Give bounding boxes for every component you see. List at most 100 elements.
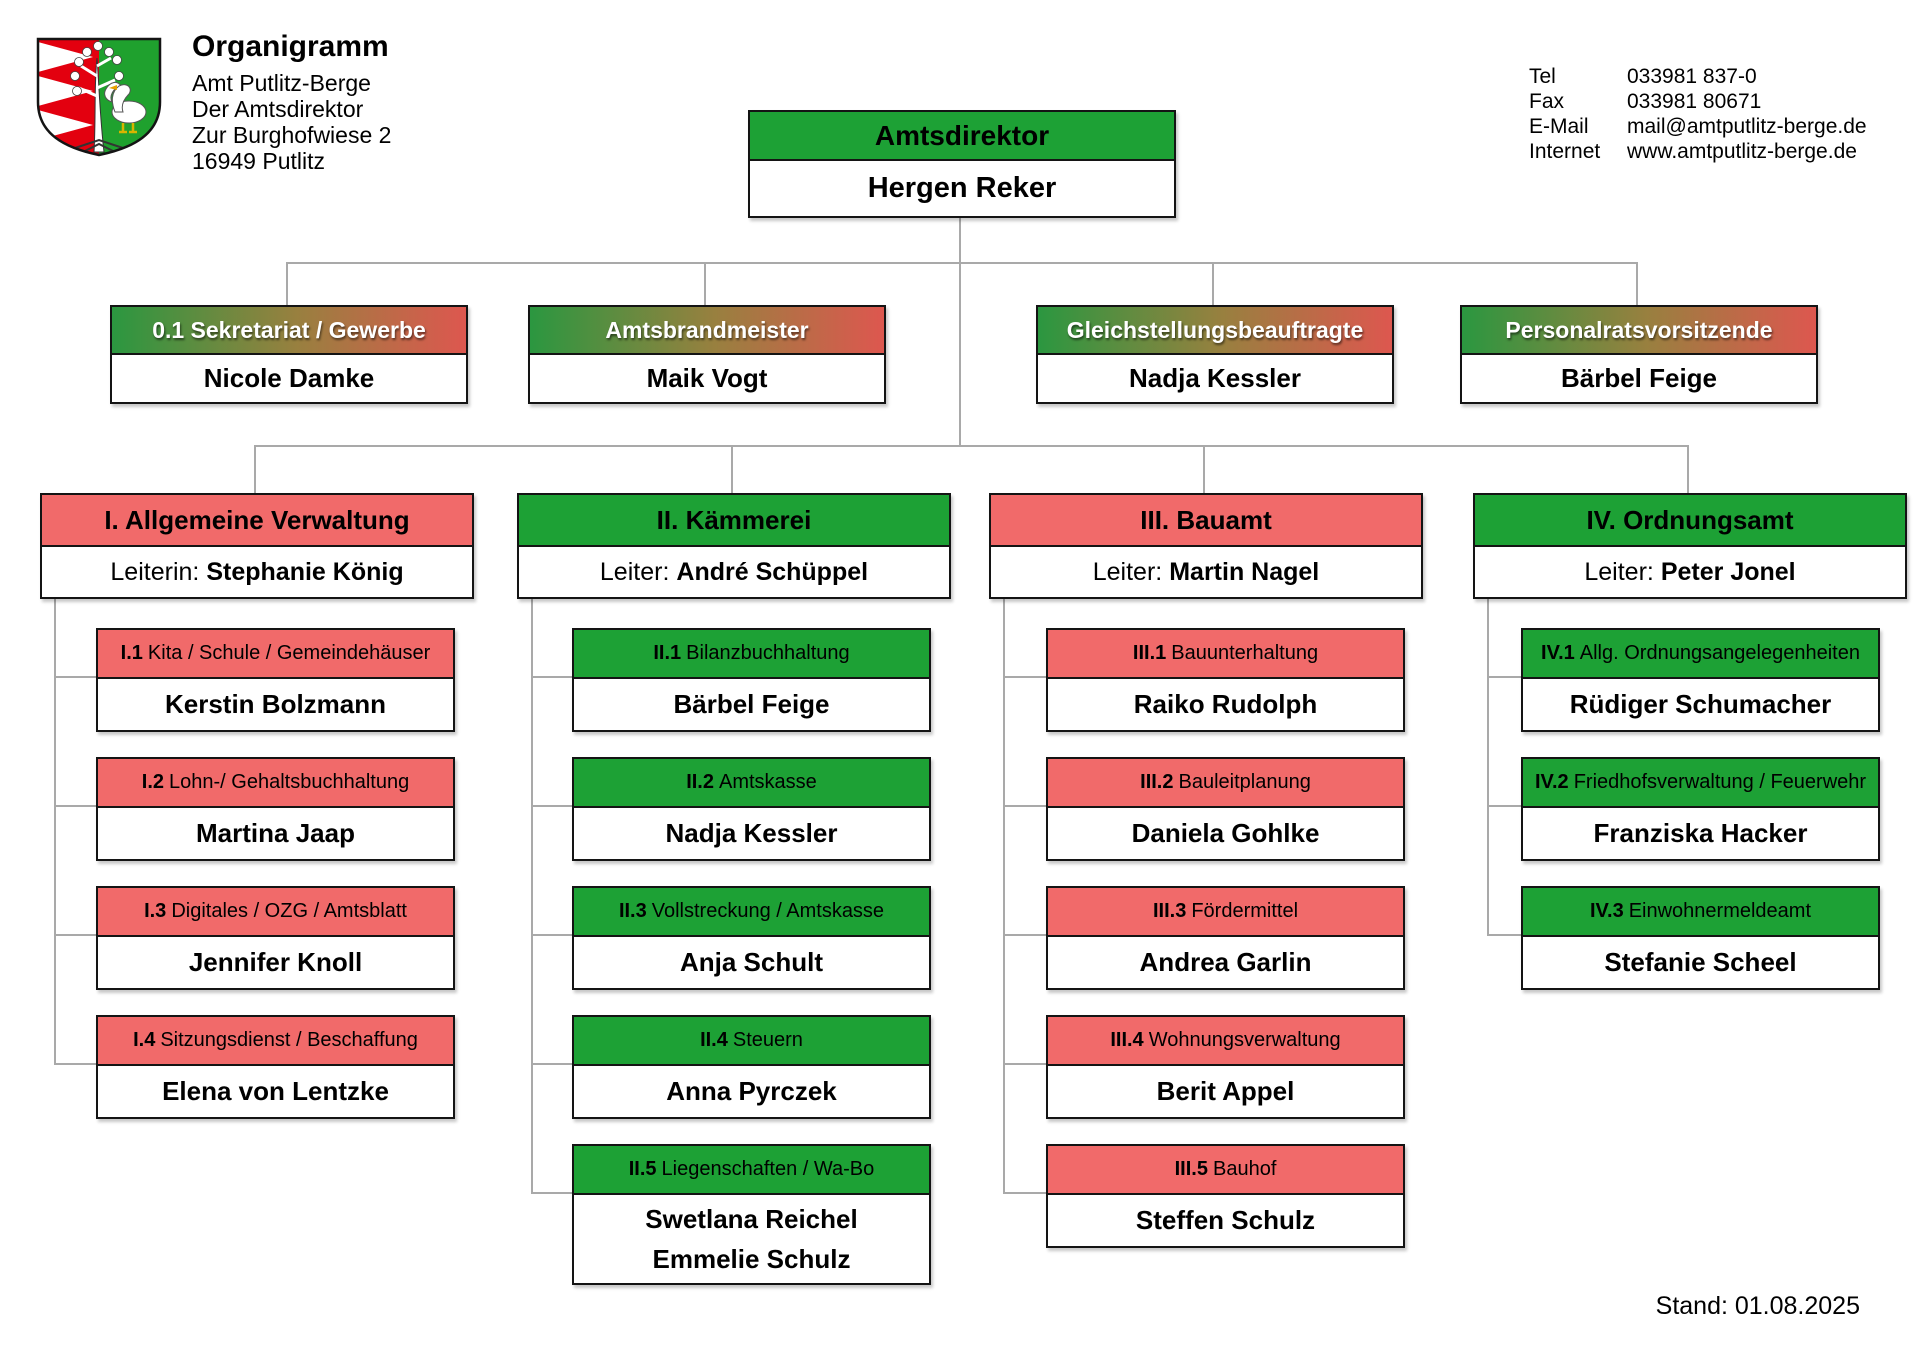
staff-title: Amtsbrandmeister — [530, 307, 884, 355]
contact-label: Tel — [1529, 65, 1556, 88]
director-title: Amtsdirektor — [750, 112, 1174, 161]
connector — [1687, 445, 1689, 493]
contact-label: Internet — [1529, 140, 1601, 163]
contact-value: 033981 80671 — [1627, 90, 1762, 113]
staff-box-amtsbrandmeister: Amtsbrandmeister Maik Vogt — [528, 305, 886, 404]
status-date: Stand: 01.08.2025 — [1655, 1292, 1860, 1320]
staff-name: Nadja Kessler — [1038, 355, 1392, 402]
unit-person: Jennifer Knoll — [98, 937, 453, 988]
director-box: Amtsdirektor Hergen Reker — [748, 110, 1176, 218]
leader-label: Leiterin: — [110, 557, 200, 586]
connector — [531, 676, 572, 678]
connector — [531, 805, 572, 807]
staff-name: Nicole Damke — [112, 355, 466, 402]
connector — [286, 262, 1638, 264]
connector — [1003, 676, 1046, 678]
unit-person: Elena von Lentzke — [98, 1066, 453, 1117]
unit-person: Berit Appel — [1048, 1066, 1403, 1117]
leader-name: Peter Jonel — [1660, 557, 1796, 586]
staff-title: Personalratsvorsitzende — [1462, 307, 1816, 355]
address-block: Amt Putlitz-Berge Der Amtsdirektor Zur B… — [192, 70, 391, 174]
connector — [731, 445, 733, 493]
unit-person: Nadja Kessler — [574, 808, 929, 859]
connector — [1487, 595, 1489, 936]
address-line: Der Amtsdirektor — [192, 96, 364, 122]
contact-label: E-Mail — [1529, 115, 1589, 138]
dept-title: I. Allgemeine Verwaltung — [42, 495, 472, 547]
connector — [54, 676, 96, 678]
unit-person: Anja Schult — [574, 937, 929, 988]
contact-value: mail@amtputlitz-berge.de — [1627, 115, 1867, 138]
contact-row: Internet www.amtputlitz-berge.de — [1529, 139, 1867, 164]
unit-person: Daniela Gohlke — [1048, 808, 1403, 859]
unit-person: Raiko Rudolph — [1048, 679, 1403, 730]
dept-box-I: I. Allgemeine Verwaltung Leiterin:Stepha… — [40, 493, 474, 599]
contact-label: Fax — [1529, 90, 1565, 113]
unit-person: Swetlana Reichel Emmelie Schulz — [574, 1195, 929, 1283]
address-line: Amt Putlitz-Berge — [192, 70, 371, 96]
director-name: Hergen Reker — [750, 161, 1174, 216]
staff-box-personalrat: Personalratsvorsitzende Bärbel Feige — [1460, 305, 1818, 404]
unit-person: Franziska Hacker — [1523, 808, 1878, 859]
connector — [531, 1063, 572, 1065]
connector — [1487, 676, 1521, 678]
connector — [1003, 1192, 1046, 1194]
staff-name: Bärbel Feige — [1462, 355, 1816, 402]
leader-name: André Schüppel — [676, 557, 869, 586]
dept-leader: Leiter:Peter Jonel — [1475, 547, 1905, 597]
dept-title: II. Kämmerei — [519, 495, 949, 547]
connector — [531, 595, 533, 1194]
connector — [1636, 262, 1638, 305]
staff-name: Maik Vogt — [530, 355, 884, 402]
connector — [54, 595, 56, 1065]
connector — [254, 445, 1688, 447]
unit-person: Stefanie Scheel — [1523, 937, 1878, 988]
connector — [1487, 934, 1521, 936]
connector — [1003, 595, 1005, 1194]
connector — [1212, 262, 1214, 305]
connector — [531, 934, 572, 936]
connector — [54, 1063, 96, 1065]
leader-name: Martin Nagel — [1169, 557, 1320, 586]
connector — [704, 262, 706, 305]
connector — [54, 805, 96, 807]
dept-leader: Leiterin:Stephanie König — [42, 547, 472, 597]
unit-person: Rüdiger Schumacher — [1523, 679, 1878, 730]
dept-title: III. Bauamt — [991, 495, 1421, 547]
staff-box-sekretariat: 0.1 Sekretariat / Gewerbe Nicole Damke — [110, 305, 468, 404]
address-line: Zur Burghofwiese 2 — [192, 122, 392, 148]
coat-of-arms — [36, 37, 162, 157]
unit-person: Bärbel Feige — [574, 679, 929, 730]
leader-label: Leiter: — [1092, 557, 1163, 586]
unit-person: Martina Jaap — [98, 808, 453, 859]
dept-leader: Leiter:André Schüppel — [519, 547, 949, 597]
connector — [959, 217, 961, 264]
address-line: 16949 Putlitz — [192, 148, 325, 174]
contact-value: www.amtputlitz-berge.de — [1627, 140, 1857, 163]
unit-person: Kerstin Bolzmann — [98, 679, 453, 730]
contact-block: Tel 033981 837-0 Fax 033981 80671 E-Mail… — [1529, 64, 1867, 164]
leader-label: Leiter: — [599, 557, 670, 586]
